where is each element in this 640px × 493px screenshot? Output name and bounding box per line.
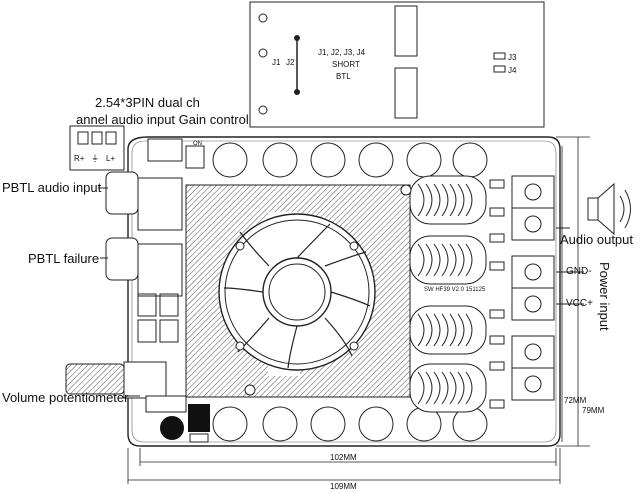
dim-height-inner: 72MM [564, 396, 587, 405]
pin-r-plus: R+ [74, 154, 85, 163]
jumper-j1-label: J1 [272, 58, 281, 67]
terminal-blocks [511, 175, 555, 401]
smd-components [489, 179, 505, 409]
pin-l-plus: L+ [106, 154, 116, 163]
callout-pbtl-failure: PBTL failure [28, 251, 100, 266]
fan-icon [218, 213, 376, 371]
speaker-icon [587, 182, 631, 236]
potentiometer-knob [65, 361, 187, 413]
smd-left [137, 293, 179, 343]
electrolytic-capacitor [160, 404, 210, 443]
jumper-title-line1: J1, J2, J3, J4 [318, 48, 366, 57]
jumper-title-line3: BTL [336, 72, 351, 81]
rca-jack-bottom [105, 237, 183, 297]
dim-width-outer: 109MM [330, 482, 357, 491]
jumper-j4-label: J4 [508, 66, 517, 75]
dip-switch-on: ON [193, 141, 202, 147]
jumper-j3-label: J3 [508, 53, 517, 62]
pin-ground-icon: ⏚ [91, 154, 99, 163]
header-connector [69, 125, 205, 171]
callout-audio-input-line1: 2.54*3PIN dual ch [95, 95, 200, 110]
callout-audio-output: Audio output [560, 232, 634, 247]
inductor-group [409, 175, 487, 413]
rca-jack-top [105, 171, 183, 231]
capacitor-row-top [212, 142, 488, 178]
callout-volume-potentiometer: Volume potentiometer [2, 390, 129, 405]
callout-vcc: VCC+ [566, 298, 593, 309]
callout-gnd: GND- [566, 266, 592, 277]
callout-lines [98, 187, 584, 397]
board-silkscreen: SW HF39 V2 0 151125 [424, 287, 486, 293]
dim-width-inner: 102MM [330, 453, 357, 462]
capacitor-row-bottom [212, 406, 488, 442]
jumper-title-line2: SHORT [332, 60, 360, 69]
dimension-lines [127, 136, 590, 484]
dim-height-outer: 79MM [582, 406, 605, 415]
jumper-j2-label: J2 [286, 58, 295, 67]
callout-pbtl-audio-input: PBTL audio input [2, 180, 102, 195]
jumper-card [249, 1, 545, 128]
callout-audio-input-line2: annel audio input Gain control [76, 112, 249, 127]
mounting-holes [244, 184, 412, 396]
callout-power-input: Power input [597, 262, 612, 331]
